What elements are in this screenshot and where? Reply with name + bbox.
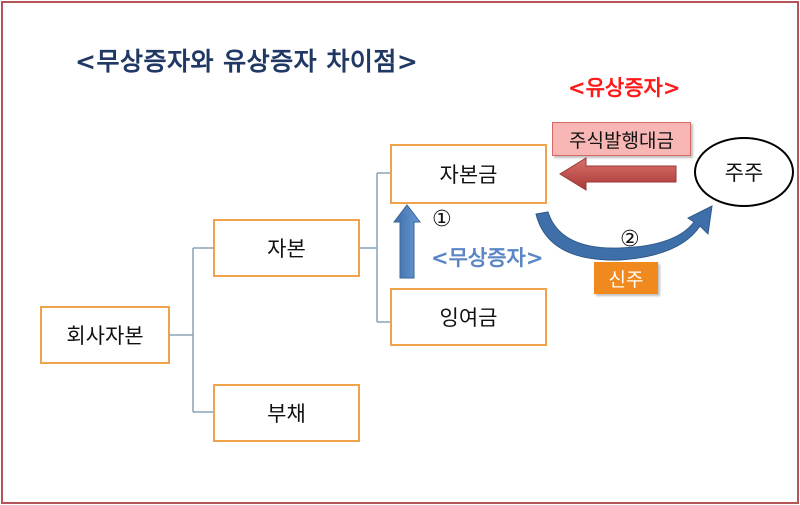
tree-connector-left [170, 247, 213, 413]
diagram-title: <무상증자와 유상증자 차이점> [75, 47, 419, 76]
tree-connector-right [360, 172, 390, 323]
step1-marker: ① [432, 207, 452, 232]
node-liability: 부채 [213, 384, 360, 442]
free-increase-arrow-icon [392, 204, 422, 279]
node-company-capital: 회사자본 [40, 306, 170, 364]
node-shareholder: 주주 [694, 137, 794, 207]
node-surplus: 잉여금 [390, 288, 547, 346]
node-capital-stock: 자본금 [390, 144, 547, 204]
step2-marker: ② [620, 227, 640, 252]
new-shares-arrow-icon [535, 205, 713, 261]
node-equity: 자본 [213, 219, 360, 277]
share-issue-payment-label: 주식발행대금 [552, 122, 691, 156]
payment-arrow-icon [559, 157, 677, 191]
paid-increase-label: <유상증자> [568, 76, 681, 100]
free-increase-label: <무상증자> [431, 246, 544, 270]
new-shares-label: 신주 [594, 262, 658, 294]
